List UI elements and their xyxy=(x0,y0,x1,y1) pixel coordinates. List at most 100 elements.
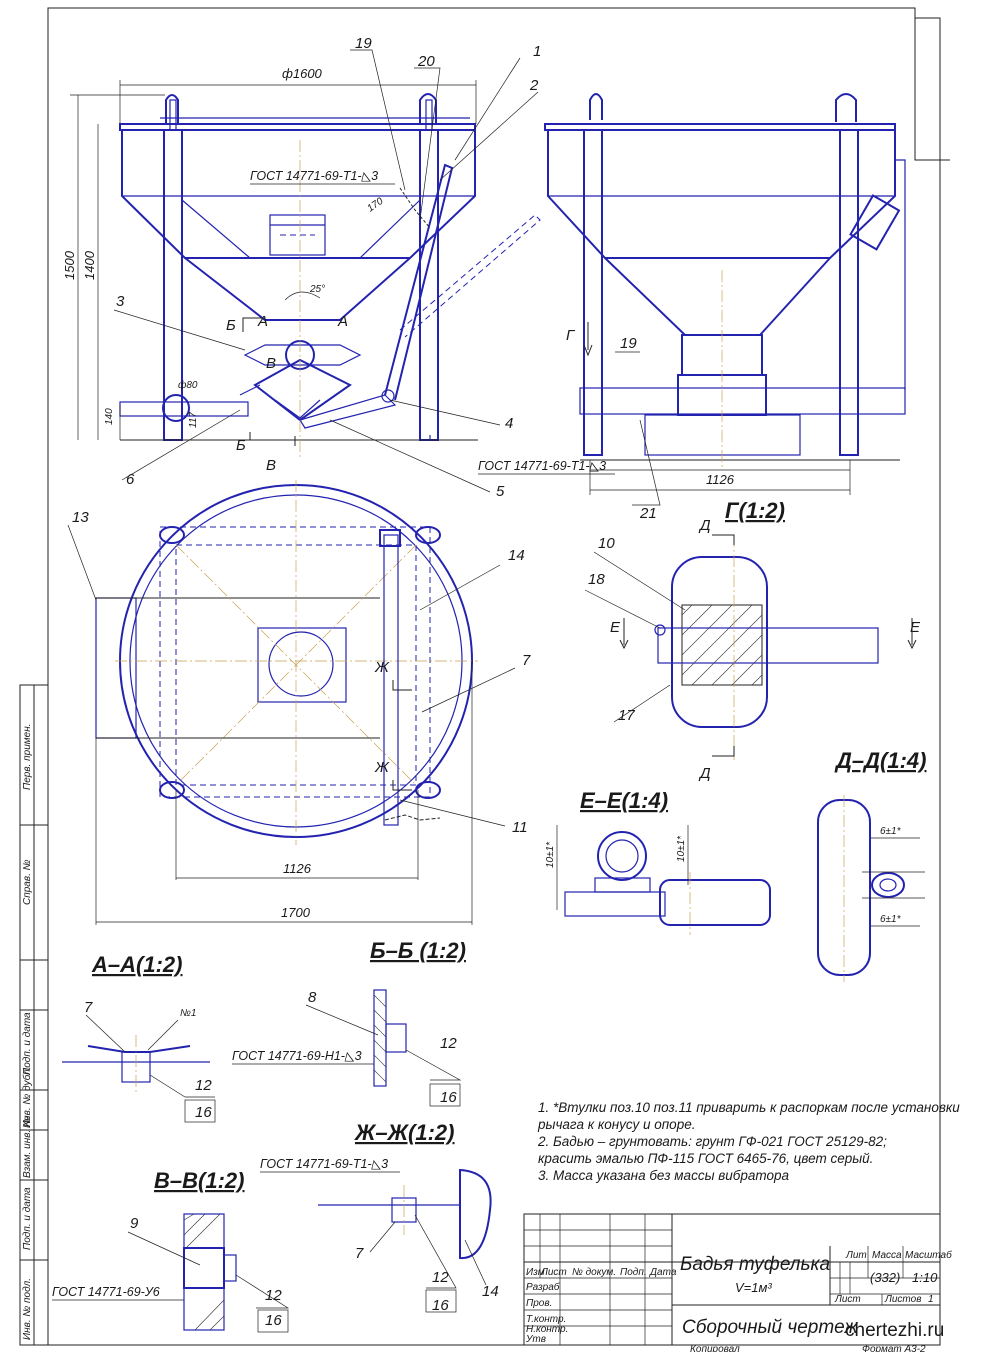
dim-h1400: 1400 xyxy=(82,250,97,280)
tb-col-list: Лист xyxy=(540,1267,567,1278)
weld-label-front: ГОСТ 14771-69-Т1-◺3 xyxy=(250,169,378,183)
dim-w1126-plan: 1126 xyxy=(283,861,312,876)
section-bb: Б–Б (1:2) 8 ГОСТ 14771-69-Н1-◺3 12 16 xyxy=(232,938,466,1107)
dim-h1500: 1500 xyxy=(62,250,77,280)
tb-col-izm: Изм xyxy=(526,1267,545,1278)
tb-row-tkontr: Т.контр. xyxy=(526,1314,566,1325)
section-title-vv: В–В(1:2) xyxy=(154,1168,244,1193)
side-label-vzam: Взам. инв. № xyxy=(22,1116,33,1178)
callout-18: 18 xyxy=(588,571,605,588)
dim-d1600: ф1600 xyxy=(282,66,323,81)
side-label-podp2: Подп. и дата xyxy=(22,1187,33,1250)
tb-col-dokum: № докум. xyxy=(572,1267,616,1278)
mark-G: Г xyxy=(566,327,576,344)
note-line-3: 2. Бадью – грунтовать: грунт ГФ-021 ГОСТ… xyxy=(537,1134,887,1149)
watermark: chertezhi.ru xyxy=(845,1320,944,1341)
dim-w1126-side: 1126 xyxy=(706,472,735,487)
callout-16-aa: 16 xyxy=(195,1104,212,1121)
note-line-4: красить эмалью ПФ-115 ГОСТ 6465-76, цвет… xyxy=(538,1151,873,1166)
note-line-5: 3. Масса указана без массы вибратора xyxy=(538,1168,790,1183)
callout-17: 17 xyxy=(618,707,635,724)
callout-10: 10 xyxy=(598,535,615,552)
dim-angle25: 25° xyxy=(309,284,325,295)
mark-E1: Е xyxy=(610,619,621,636)
callout-11: 11 xyxy=(512,819,528,836)
section-title-aa: А–А(1:2) xyxy=(91,952,182,977)
tb-row-prov: Пров. xyxy=(526,1298,552,1309)
front-view: ф1600 1500 1400 140 117 ф80 25° 170 Б А … xyxy=(62,35,541,500)
callout-12-bb: 12 xyxy=(440,1035,457,1052)
side-label-inv-podl: Инв. № подл. xyxy=(22,1278,33,1340)
label-n1: №1 xyxy=(180,1008,196,1019)
mark-V2: В xyxy=(266,457,276,474)
tb-col-data: Дата xyxy=(649,1267,677,1278)
tb-copied: Копировал xyxy=(690,1344,740,1352)
tb-masshtab: Масштаб xyxy=(905,1249,952,1261)
callout-14-plan: 14 xyxy=(508,547,525,564)
detail-ee: Е–Е(1:4) 10±1* 10±1* xyxy=(545,788,771,935)
callout-19-front: 19 xyxy=(355,35,372,52)
callout-7-plan: 7 xyxy=(522,652,531,669)
side-label-inv-dubl: Инв. № дубл. xyxy=(21,1067,33,1129)
tb-col-podp: Подп. xyxy=(620,1267,647,1278)
section-title-ee: Е–Е(1:4) xyxy=(580,788,668,813)
callout-5: 5 xyxy=(496,483,505,500)
section-title-zz: Ж–Ж(1:2) xyxy=(354,1120,454,1145)
callout-3: 3 xyxy=(116,293,125,310)
dim-dd-6b: 6±1* xyxy=(880,914,902,925)
drawing-mass: (332) xyxy=(870,1270,900,1285)
mark-A2: А xyxy=(337,313,348,330)
callout-7-aa: 7 xyxy=(84,999,93,1016)
mark-D2: Д xyxy=(698,765,711,782)
mark-Zh2: Ж xyxy=(374,759,390,776)
tb-format: Формат А3-2 xyxy=(862,1344,926,1352)
tb-lit: Лит xyxy=(845,1250,867,1261)
section-title-g: Г(1:2) xyxy=(725,498,785,523)
callout-16-vv: 16 xyxy=(265,1312,282,1329)
callout-12-aa: 12 xyxy=(195,1077,212,1094)
technical-notes: 1. *Втулки поз.10 поз.11 приварить к рас… xyxy=(537,1100,960,1183)
tb-massa: Масса xyxy=(872,1250,902,1261)
dim-h117: 117 xyxy=(188,412,199,428)
callout-20: 20 xyxy=(417,53,435,70)
mark-D1: Д xyxy=(698,517,711,534)
callout-12-vv: 12 xyxy=(265,1287,282,1304)
note-line-2: рычага к конусу и опоре. xyxy=(537,1117,695,1132)
callout-13: 13 xyxy=(72,509,89,526)
callout-19-side: 19 xyxy=(620,335,637,352)
dim-h140: 140 xyxy=(104,408,115,425)
mark-B2: Б xyxy=(236,437,246,454)
dim-ee-10b: 10±1* xyxy=(676,835,687,862)
section-zz: Ж–Ж(1:2) ГОСТ 14771-69-Т1-◺3 7 12 16 14 xyxy=(260,1120,499,1314)
plan-view: 1126 1700 Ж Ж 13 14 7 11 xyxy=(67,480,531,925)
section-vv: В–В(1:2) 9 ГОСТ 14771-69-У6 12 16 xyxy=(52,1168,290,1333)
callout-16-bb: 16 xyxy=(440,1089,457,1106)
drawing-title: Бадья туфелька xyxy=(680,1254,830,1275)
callout-4: 4 xyxy=(505,415,513,432)
callout-7-zz: 7 xyxy=(355,1245,364,1262)
callout-6: 6 xyxy=(126,471,135,488)
title-block: Изм Лист № докум. Подп. Дата Разраб Пров… xyxy=(523,1213,952,1352)
mark-Zh1: Ж xyxy=(374,659,390,676)
callout-2: 2 xyxy=(529,77,539,94)
detail-dd: Д–Д(1:4) 6±1* 6±1* xyxy=(817,748,926,982)
detail-g: Г(1:2) Д Д Е Е 10 18 17 xyxy=(584,498,921,782)
tb-row-nkontr: Н.контр. xyxy=(526,1324,568,1335)
section-title-bb: Б–Б (1:2) xyxy=(370,938,466,963)
weld-label-zz: ГОСТ 14771-69-Т1-◺3 xyxy=(260,1157,388,1171)
dim-ee-10a: 10±1* xyxy=(545,841,556,868)
callout-21: 21 xyxy=(639,505,657,522)
tb-sheet-label: Лист xyxy=(834,1294,861,1305)
mark-B1: Б xyxy=(226,317,236,334)
tb-sheets-label: Листов xyxy=(884,1294,921,1305)
drawing-subtitle: Сборочный чертеж xyxy=(682,1317,859,1338)
tb-row-razrab: Разраб xyxy=(526,1281,560,1293)
mark-V1: В xyxy=(266,355,276,372)
callout-1: 1 xyxy=(533,43,541,60)
callout-16-zz: 16 xyxy=(432,1297,449,1314)
side-label-podp1: Подп. и дата xyxy=(22,1012,33,1075)
callout-9: 9 xyxy=(130,1215,139,1232)
note-line-1: 1. *Втулки поз.10 поз.11 приварить к рас… xyxy=(538,1100,960,1115)
section-aa: А–А(1:2) 7 №1 12 16 xyxy=(62,952,216,1123)
